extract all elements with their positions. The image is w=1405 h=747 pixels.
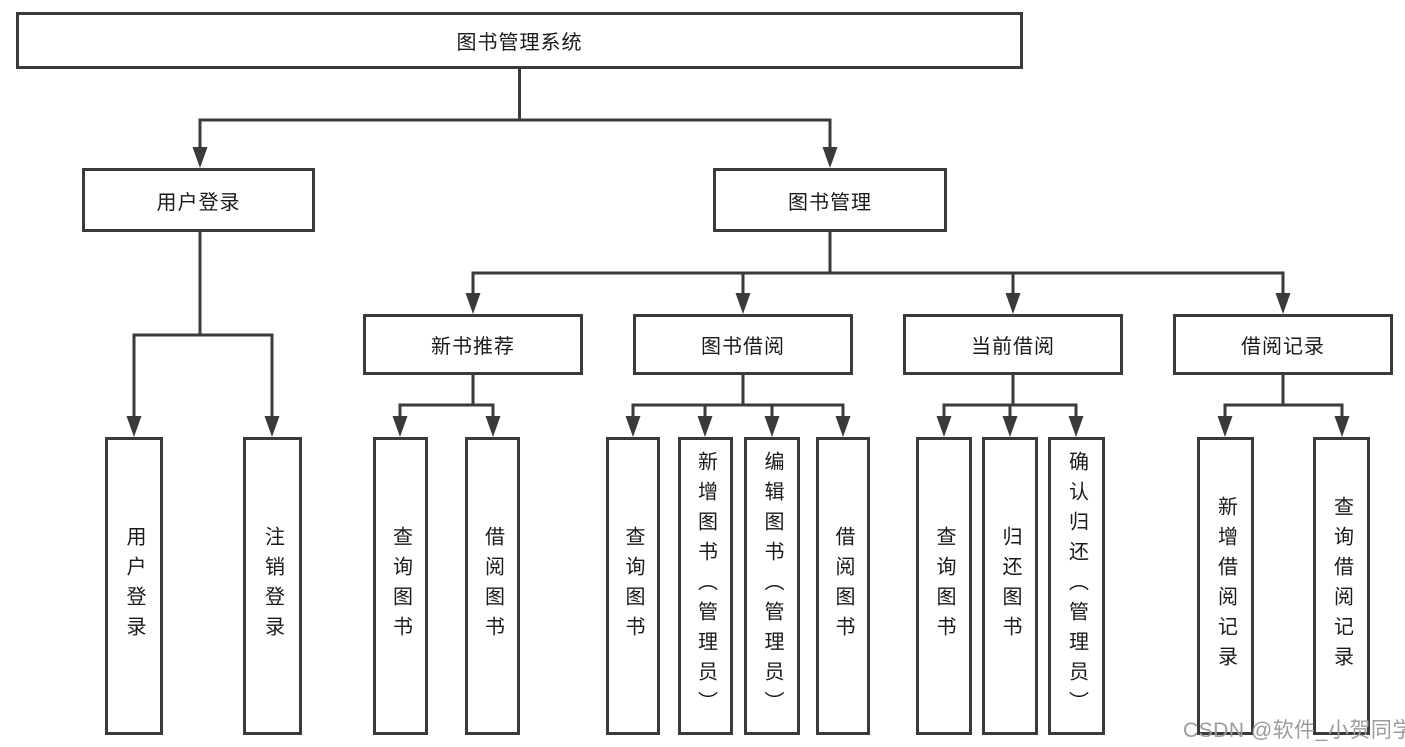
leaf-borrow-books-recommend-label: 借阅图书	[481, 526, 504, 646]
leaf-edit-books-admin-label: 编辑图书（管理员）	[761, 451, 783, 721]
arrowheads	[126, 147, 1350, 437]
node-book-management: 图书管理	[713, 168, 947, 232]
leaf-query-books-current: 查询图书	[916, 437, 972, 735]
node-book-borrowing: 图书借阅	[633, 314, 853, 375]
leaf-return-books-label: 归还图书	[999, 526, 1021, 646]
leaf-confirm-return-admin-label: 确认归还（管理员）	[1065, 451, 1088, 721]
leaf-borrow-books-borrowing: 借阅图书	[816, 437, 870, 735]
node-borrowing-records-label: 借阅记录	[1241, 336, 1325, 358]
leaf-add-books-admin: 新增图书（管理员）	[678, 437, 733, 735]
leaf-edit-books-admin: 编辑图书（管理员）	[744, 437, 800, 735]
node-user-login-label: 用户登录	[156, 191, 241, 214]
node-new-book-recommend: 新书推荐	[363, 314, 583, 375]
leaf-return-books: 归还图书	[982, 437, 1038, 735]
leaf-query-books-current-label: 查询图书	[933, 526, 955, 646]
node-current-borrowing-label: 当前借阅	[971, 336, 1055, 358]
leaf-query-books-recommend-label: 查询图书	[389, 526, 412, 646]
node-new-book-recommend-label: 新书推荐	[431, 336, 515, 358]
leaf-borrow-books-recommend: 借阅图书	[465, 437, 520, 735]
leaf-borrow-books-borrowing-label: 借阅图书	[832, 526, 854, 646]
leaf-add-borrow-record: 新增借阅记录	[1197, 437, 1254, 735]
leaf-user-login-label: 用户登录	[123, 526, 145, 646]
leaf-query-borrow-record-label: 查询借阅记录	[1330, 496, 1353, 676]
leaf-user-login: 用户登录	[105, 437, 163, 735]
leaf-query-books-borrowing: 查询图书	[606, 437, 660, 735]
node-book-management-label: 图书管理	[788, 191, 872, 214]
node-current-borrowing: 当前借阅	[903, 314, 1123, 375]
node-user-login: 用户登录	[82, 168, 315, 232]
leaf-logout-label: 注销登录	[261, 526, 284, 646]
node-book-borrowing-label: 图书借阅	[701, 336, 785, 358]
node-root: 图书管理系统	[16, 12, 1023, 69]
node-root-label: 图书管理系统	[456, 32, 583, 54]
leaf-confirm-return-admin: 确认归还（管理员）	[1048, 437, 1105, 735]
leaf-logout: 注销登录	[243, 437, 302, 735]
leaf-query-borrow-record: 查询借阅记录	[1313, 437, 1370, 735]
leaf-query-books-recommend: 查询图书	[373, 437, 428, 735]
watermark: CSDN @软件_小贺同学	[1183, 719, 1405, 742]
leaf-add-borrow-record-label: 新增借阅记录	[1214, 496, 1237, 676]
node-borrowing-records: 借阅记录	[1173, 314, 1393, 375]
leaf-query-books-borrowing-label: 查询图书	[622, 526, 644, 646]
leaf-add-books-admin-label: 新增图书（管理员）	[694, 451, 717, 721]
